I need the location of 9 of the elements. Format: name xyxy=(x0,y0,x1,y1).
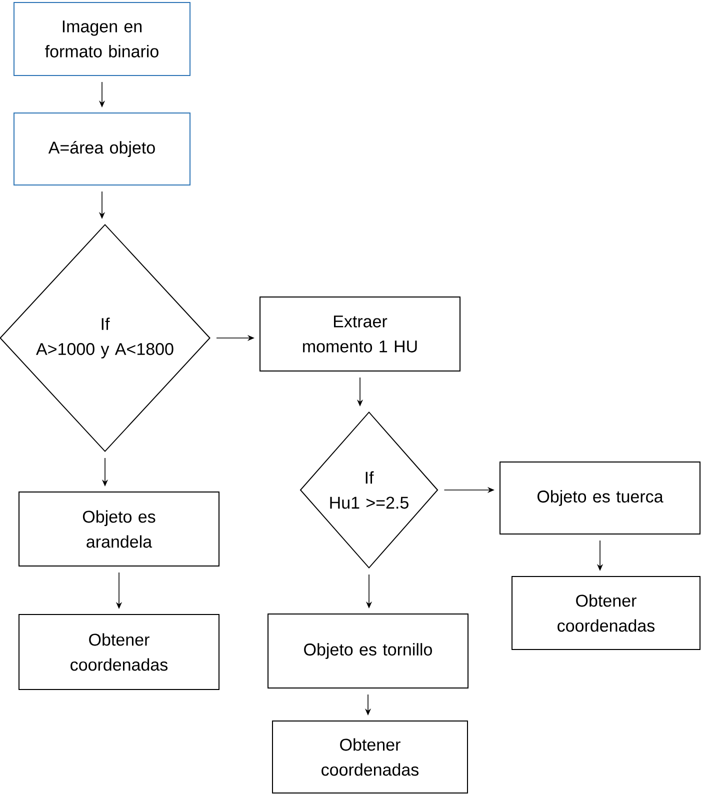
process-box: Extraer momento 1 HU xyxy=(260,296,460,372)
process-box: Imagen en formato binario xyxy=(14,2,190,76)
process-box: Obtener coordenadas xyxy=(512,576,700,650)
process-box: Objeto es tuerca xyxy=(500,462,700,534)
process-box: Obtener coordenadas xyxy=(272,720,468,794)
process-box: Objeto es tornillo xyxy=(268,614,468,688)
process-box: Obtener coordenadas xyxy=(18,614,220,690)
process-box: Objeto es arandela xyxy=(18,492,220,566)
process-box: A=área objeto xyxy=(14,112,190,186)
